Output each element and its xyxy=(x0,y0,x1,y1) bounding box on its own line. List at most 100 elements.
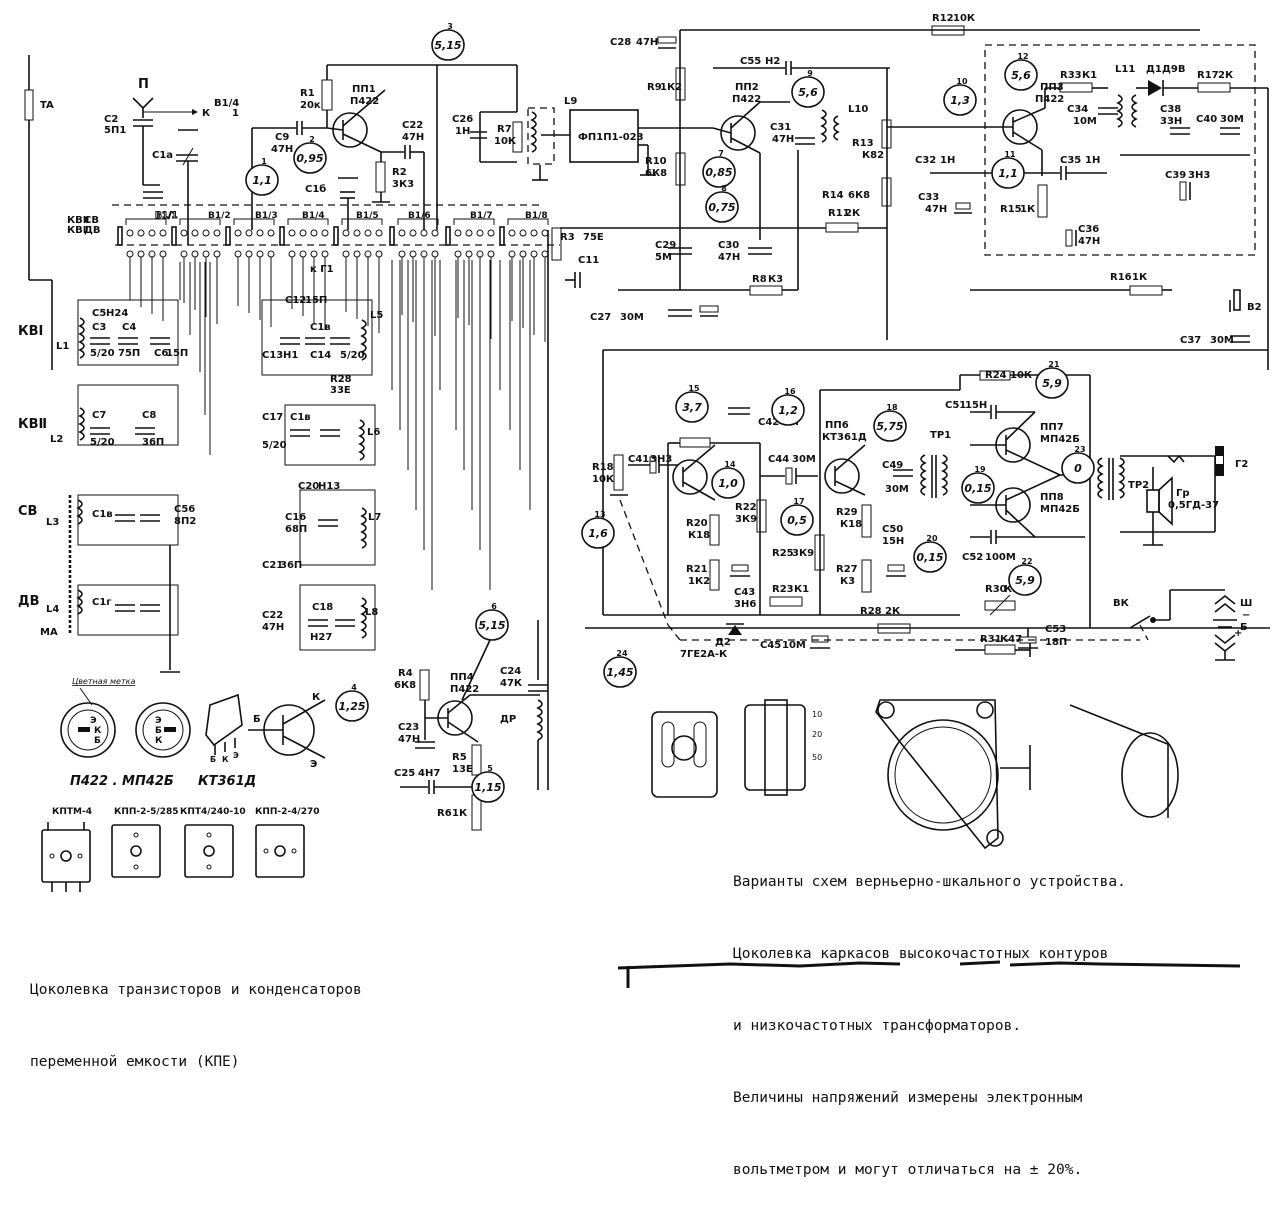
switch-contact xyxy=(310,229,318,237)
test-point-number: 6 xyxy=(491,602,497,611)
r11-label: R11 xyxy=(828,208,850,219)
test-point-voltage: 0,15 xyxy=(964,482,991,495)
c1v-label: С1в xyxy=(92,509,113,520)
c43-label: С42 xyxy=(758,417,779,428)
pp6-type: КТ361Д xyxy=(822,432,867,443)
power-switch-vk[interactable] xyxy=(1129,615,1151,629)
switch-contact xyxy=(180,229,188,237)
test-point-19: 0,15 19 xyxy=(961,465,995,504)
c4-label: С4 xyxy=(122,322,136,333)
switch-bracket xyxy=(453,218,495,225)
c1v-osc-label: С1в xyxy=(310,322,331,333)
trimmer-hole xyxy=(133,832,139,838)
trimmer-kptm4-label: КПТМ-4 xyxy=(52,807,92,817)
c3-label: С3 xyxy=(92,322,106,333)
switch-contact xyxy=(245,229,253,237)
r30-label: R30 xyxy=(985,584,1007,595)
test-point-voltage: 5,9 xyxy=(1042,377,1062,390)
c22-label: С22 xyxy=(402,120,423,131)
c23-label: С23 xyxy=(398,722,419,733)
c41-label: С40 xyxy=(1196,114,1217,125)
switch-contact xyxy=(267,229,275,237)
switch-group-5: В1/5 xyxy=(356,211,379,221)
c11-label: С12 xyxy=(285,295,306,306)
test-point-15: 3,715 xyxy=(675,384,709,423)
c54-label: С56 xyxy=(174,504,195,515)
sv-side-label: СВ xyxy=(18,504,37,519)
pp8-type: МП42Б xyxy=(1040,504,1080,515)
switch-contact xyxy=(342,229,350,237)
test-point-number: 19 xyxy=(974,465,986,474)
rf-amplifier-pp1: R1 20к ПП1 П422 С9 47Н С22 47Н R2 3К3 С1… xyxy=(251,64,438,230)
l9-label: L9 xyxy=(564,96,577,107)
trimmer-drawings xyxy=(41,822,305,892)
switch-contact xyxy=(409,229,417,237)
test-point-number: 8 xyxy=(721,184,727,193)
test-point-circle xyxy=(293,142,327,174)
test-point-voltage: 5,15 xyxy=(434,39,461,52)
switch-contact xyxy=(454,229,462,237)
c31-label: С30 xyxy=(718,240,739,251)
switch-group-1: В1/1 xyxy=(155,211,178,221)
vernier-dial-drawings xyxy=(875,699,1179,850)
test-point-number: 22 xyxy=(1021,557,1032,566)
switch-contact xyxy=(180,250,188,258)
tr2-label: ТР2 xyxy=(1128,480,1149,491)
filter-label: ФП1П1-023 xyxy=(578,132,644,143)
r15-label: R15 xyxy=(1000,204,1022,215)
switch-contact xyxy=(409,250,417,258)
telescopic-antenna: TA xyxy=(24,55,54,370)
switch-slider xyxy=(445,226,451,246)
r17-value: 2К xyxy=(1218,70,1234,81)
switch-contact xyxy=(299,250,307,258)
test-point-10: 1,310 xyxy=(943,77,977,116)
mp42-pin-k: К xyxy=(155,736,163,746)
test-point-circle xyxy=(245,164,279,196)
test-point-23: 023 xyxy=(1061,445,1095,484)
c52-value: 18П xyxy=(1045,637,1067,648)
switch-group-4: В1/4 xyxy=(302,211,325,221)
switch-section-3 xyxy=(225,218,275,327)
c3-value: 5/20 xyxy=(90,348,115,359)
test-point-voltage: 0,15 xyxy=(916,551,943,564)
test-point-7: 0,857 xyxy=(702,149,736,188)
test-point-circle xyxy=(991,157,1025,189)
c40-value: 3Н3 xyxy=(1188,170,1210,181)
c24-value: 47К xyxy=(500,678,523,689)
zener-d2 xyxy=(728,625,742,635)
pp7-type: МП42Б xyxy=(1040,434,1080,445)
b2-label: В2 xyxy=(1247,302,1262,313)
battery-ref: Б xyxy=(1240,622,1248,633)
test-point-voltage: 1,2 xyxy=(778,404,798,417)
test-point-number: 14 xyxy=(724,460,736,469)
switch-contact xyxy=(137,229,145,237)
switch-contact xyxy=(126,229,134,237)
switch-bracket xyxy=(507,218,549,225)
c1v-l6-label: С1в xyxy=(290,412,311,423)
kt361-pin-e: Э xyxy=(233,751,239,760)
if-stage-pp2: С26 1Н R7 10К L9 ФП1П1-023 С28 47Н R9 1К… xyxy=(437,29,930,340)
speaker-ref: Гр xyxy=(1176,488,1190,499)
c1a-label: С1а xyxy=(152,150,173,161)
r20-label: R20 xyxy=(686,518,708,529)
transformer-tr1: ТР1 xyxy=(920,430,951,498)
test-point-circle xyxy=(913,541,947,573)
c2-label: С2 xyxy=(104,114,118,125)
coil-winding-l6 xyxy=(358,419,365,461)
switch-group-2: В1/2 xyxy=(208,211,231,221)
c36-value: 1Н xyxy=(1085,155,1100,166)
mp42-pin-e: Э xyxy=(155,716,162,726)
r28-label: R28 xyxy=(860,606,882,617)
pp4-type: П422 xyxy=(450,684,479,695)
switch-contact xyxy=(159,229,167,237)
c28-label: С27 xyxy=(590,312,611,323)
switch-contact xyxy=(375,229,383,237)
audio-amplifier: R18 10К С41 3Н3 С42 1М R20 К18 R21 1К2 С… xyxy=(585,349,1270,661)
c30-label: С29 xyxy=(655,240,676,251)
c30-value: 5М xyxy=(655,252,672,263)
c53-value: Н2 xyxy=(765,56,780,67)
switch-contact xyxy=(213,250,221,258)
test-point-circle xyxy=(1061,452,1095,484)
transformer-tr2: ТР2 xyxy=(1097,457,1149,500)
